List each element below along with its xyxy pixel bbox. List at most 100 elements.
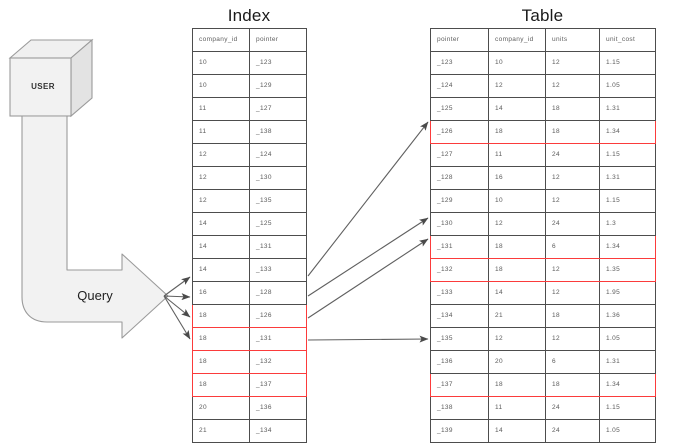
data-table-cell-units: 24	[545, 212, 600, 236]
data-table-cell-pointer: _123	[430, 51, 489, 75]
data-table-cell-company-id: 14	[488, 419, 546, 443]
index-table-row: 14_125	[192, 212, 307, 236]
index-table-cell-company-id: 12	[192, 166, 250, 190]
data-table-cell-unit-cost: 1.05	[599, 419, 656, 443]
connector-query-to-index-137	[163, 295, 191, 340]
data-table-cell-company-id: 21	[488, 304, 546, 328]
index-table-cell-company-id: 14	[192, 235, 250, 259]
data-table-cell-company-id: 18	[488, 373, 546, 397]
data-table-cell-units: 18	[545, 97, 600, 121]
connector-index-to-table-126	[307, 121, 429, 277]
index-table-row: 18_132	[192, 350, 307, 374]
data-table-cell-units: 18	[545, 373, 600, 397]
query-to-index-connectors	[163, 276, 191, 340]
index-table-row: 18_137	[192, 373, 307, 397]
index-table-cell-company-id: 18	[192, 304, 250, 328]
index-table-row: 18_126	[192, 304, 307, 328]
data-table-cell-pointer: _126	[430, 120, 489, 144]
data-table-cell-company-id: 11	[488, 396, 546, 420]
data-table-cell-pointer: _128	[430, 166, 489, 190]
data-table-cell-units: 6	[545, 235, 600, 259]
data-table-cell-pointer: _135	[430, 327, 489, 351]
data-table-cell-pointer: _129	[430, 189, 489, 213]
index-table-cell-pointer: _126	[249, 304, 307, 328]
index-table-cell-company-id: 18	[192, 327, 250, 351]
index-table-cell-company-id: 14	[192, 258, 250, 282]
index-table-row: 14_133	[192, 258, 307, 282]
index-table-row: 18_131	[192, 327, 307, 351]
data-table-cell-units: 12	[545, 258, 600, 282]
data-table-cell-pointer: _124	[430, 74, 489, 98]
user-cube-shape	[8, 38, 94, 118]
connector-index-to-table-132	[307, 238, 429, 319]
data-table-cell-units: 6	[545, 350, 600, 374]
data-table-cell-company-id: 18	[488, 235, 546, 259]
index-table-cell-company-id: 20	[192, 396, 250, 420]
data-table-cell-units: 12	[545, 74, 600, 98]
index-table-cell-company-id: 16	[192, 281, 250, 305]
data-table-cell-company-id: 12	[488, 327, 546, 351]
index-table-header-row: company_id pointer	[192, 28, 307, 52]
data-table-cell-company-id: 10	[488, 189, 546, 213]
data-table-cell-company-id: 12	[488, 212, 546, 236]
diagram-canvas	[8, 38, 429, 343]
index-column-header-company-id: company_id	[192, 28, 250, 52]
index-table-cell-company-id: 11	[192, 120, 250, 144]
query-block-arrow-shape	[21, 115, 169, 339]
data-column-header-units: units	[545, 28, 600, 52]
data-table-cell-company-id: 12	[488, 74, 546, 98]
index-table-row: 11_138	[192, 120, 307, 144]
index-table-cell-pointer: _127	[249, 97, 307, 121]
data-table-cell-pointer: _134	[430, 304, 489, 328]
index-table-row: 10_129	[192, 74, 307, 98]
index-table-row: 14_131	[192, 235, 307, 259]
data-table-cell-units: 12	[545, 281, 600, 305]
data-table-cell-unit-cost: 1.15	[599, 51, 656, 75]
data-table-cell-company-id: 18	[488, 258, 546, 282]
data-table-cell-units: 24	[545, 143, 600, 167]
data-table-cell-pointer: _139	[430, 419, 489, 443]
data-column-header-unit-cost: unit_cost	[599, 28, 656, 52]
data-table-header-row: pointer company_id units unit_cost	[430, 28, 656, 52]
index-table-cell-pointer: _125	[249, 212, 307, 236]
index-table-cell-pointer: _133	[249, 258, 307, 282]
index-table-row: 11_127	[192, 97, 307, 121]
index-table-cell-company-id: 18	[192, 350, 250, 374]
data-table-cell-company-id: 10	[488, 51, 546, 75]
index-table-cell-pointer: _132	[249, 350, 307, 374]
index-table-row: 21_134	[192, 419, 307, 443]
index-table-cell-pointer: _137	[249, 373, 307, 397]
data-table-cell-unit-cost: 1.34	[599, 120, 656, 144]
data-table-cell-company-id: 20	[488, 350, 546, 374]
index-table-cell-company-id: 12	[192, 189, 250, 213]
data-table-cell-units: 24	[545, 419, 600, 443]
data-table-cell-pointer: _136	[430, 350, 489, 374]
index-table-row: 16_128	[192, 281, 307, 305]
user-node-label: USER	[31, 82, 55, 91]
index-table-row: 20_136	[192, 396, 307, 420]
data-table-cell-company-id: 16	[488, 166, 546, 190]
user-node: USER	[8, 38, 92, 118]
index-table-cell-pointer: _130	[249, 166, 307, 190]
data-table-cell-unit-cost: 1.95	[599, 281, 656, 305]
index-table-cell-company-id: 18	[192, 373, 250, 397]
connector-query-to-index-132	[163, 295, 191, 318]
index-table-row: 12_124	[192, 143, 307, 167]
data-table-cell-unit-cost: 1.31	[599, 350, 656, 374]
index-table-cell-pointer: _134	[249, 419, 307, 443]
data-column-header-pointer: pointer	[430, 28, 489, 52]
data-table-cell-unit-cost: 1.31	[599, 97, 656, 121]
data-table-cell-units: 18	[545, 304, 600, 328]
